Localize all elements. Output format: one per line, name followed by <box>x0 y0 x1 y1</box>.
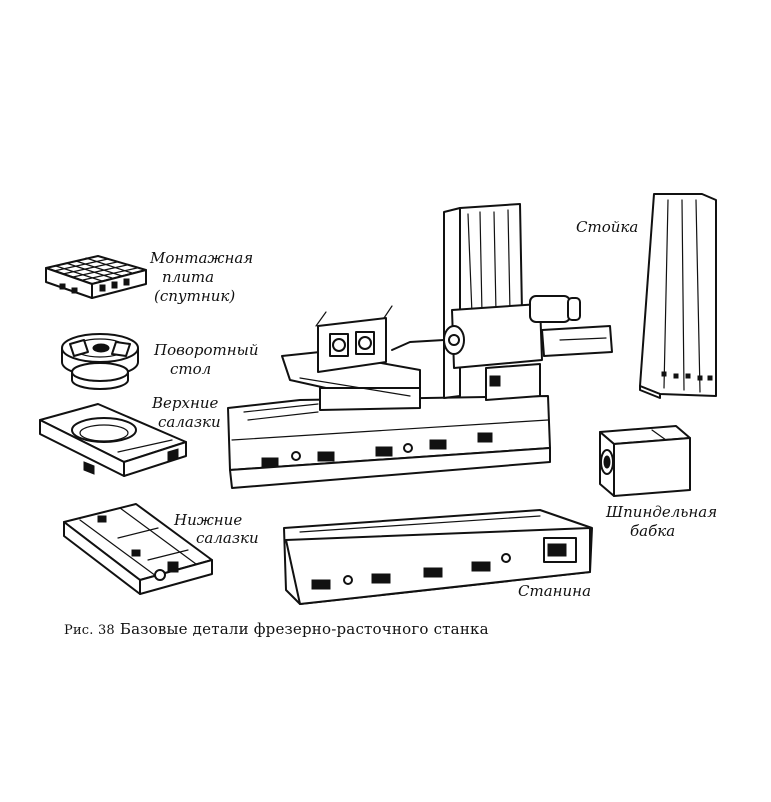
figure-caption: Рис. 38 Базовые детали фрезерно-расточно… <box>64 620 489 638</box>
label-bed: Станина <box>518 582 591 600</box>
label-upper-slide-line2: салазки <box>158 413 221 431</box>
figure-number: Рис. 38 <box>64 623 115 638</box>
label-spindle-head-line1: Шпиндельная <box>605 503 717 521</box>
label-mounting-plate-line3: (спутник) <box>154 287 235 305</box>
label-lower-slide-line1: Нижние <box>173 511 242 529</box>
part-upper-slide <box>39 403 187 477</box>
part-lower-slide <box>63 503 213 595</box>
part-column <box>639 193 717 399</box>
label-column: Стойка <box>576 218 638 236</box>
part-assembled-machine <box>227 203 613 489</box>
part-rotary-table <box>61 333 139 390</box>
part-mounting-plate <box>45 255 147 299</box>
label-lower-slide-line2: салазки <box>196 529 259 547</box>
label-mounting-plate-line2: плита <box>162 268 214 286</box>
label-rotary-table-line2: стол <box>170 360 211 378</box>
part-bed <box>283 509 593 605</box>
figure-caption-text: Базовые детали фрезерно-расточного станк… <box>119 620 489 638</box>
label-upper-slide-line1: Верхние <box>151 394 219 412</box>
label-mounting-plate-line1: Монтажная <box>149 249 253 267</box>
label-spindle-head-line2: бабка <box>630 522 675 540</box>
label-rotary-table-line1: Поворотный <box>153 341 259 359</box>
part-spindle-head <box>599 425 691 497</box>
